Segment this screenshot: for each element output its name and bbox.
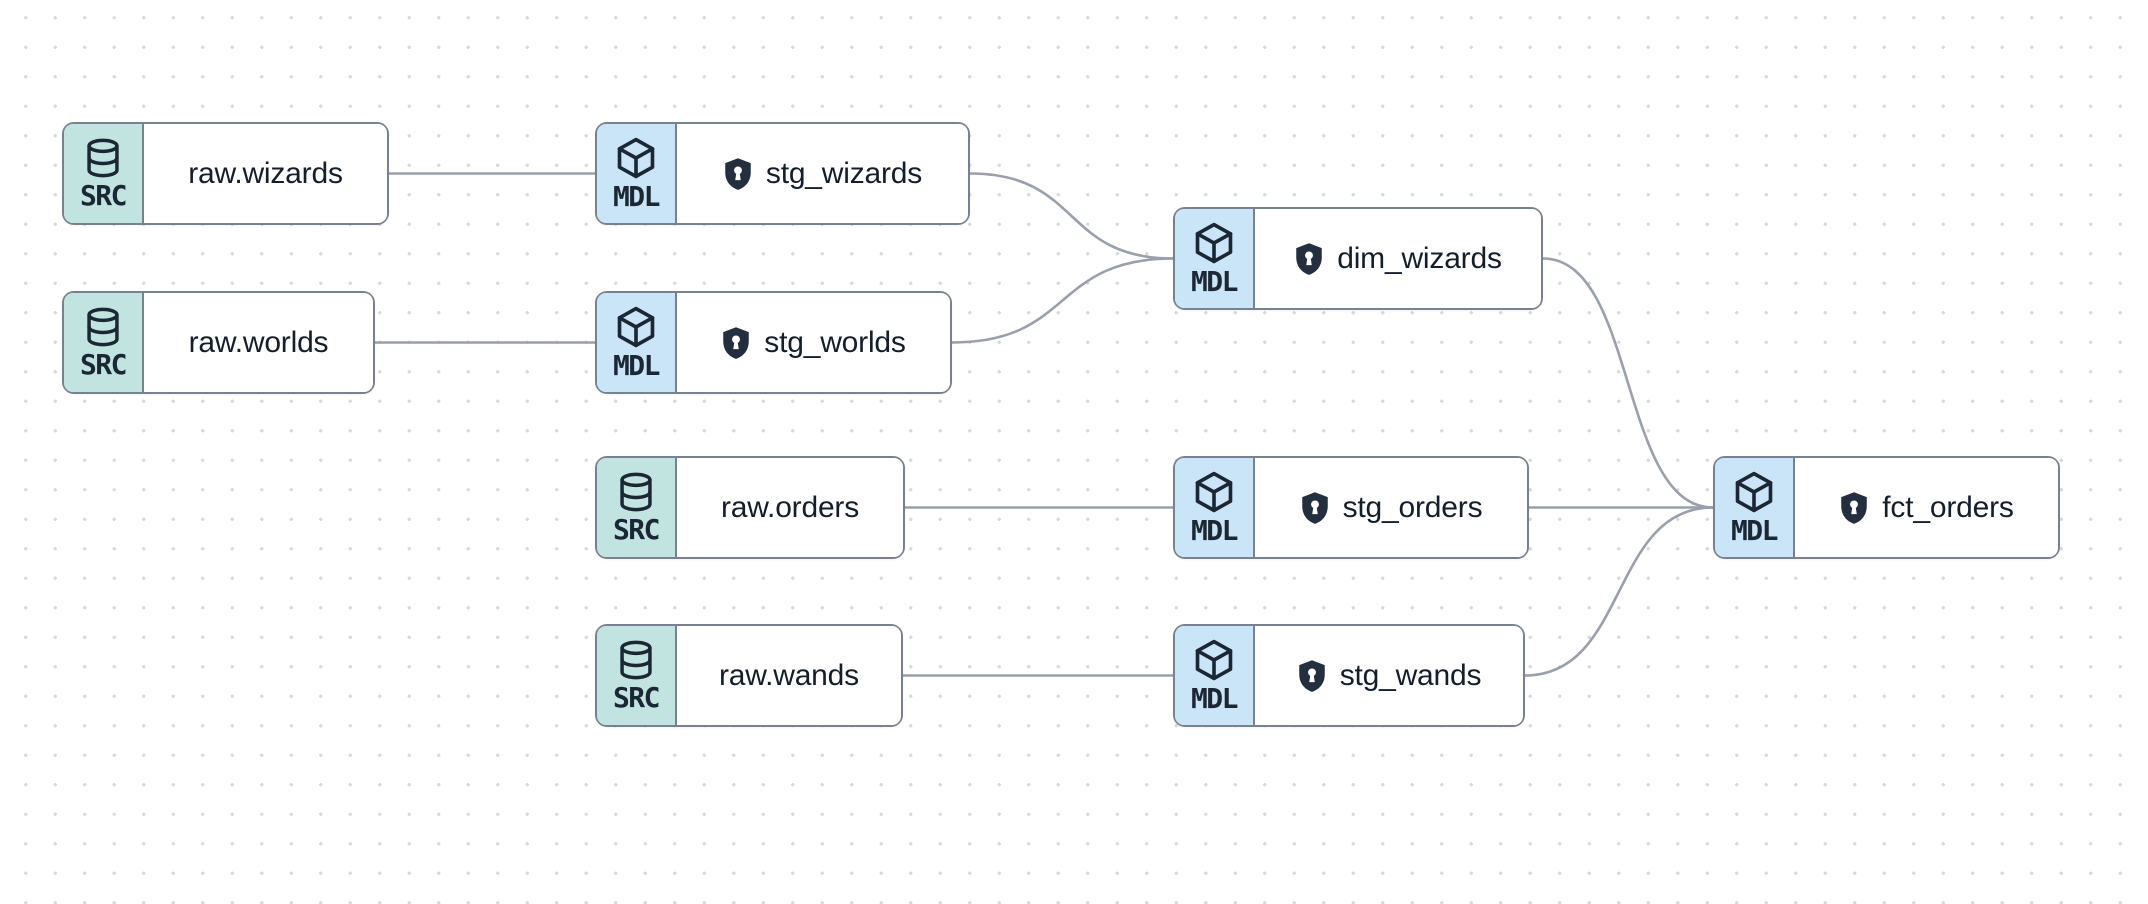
database-icon: [614, 638, 658, 682]
node-body: raw.wands: [677, 626, 901, 725]
database-icon: [81, 305, 125, 349]
lineage-node-stg-wizards[interactable]: MDL stg_wizards: [595, 122, 970, 225]
node-body: stg_wizards: [677, 124, 968, 223]
node-body: raw.wizards: [144, 124, 387, 223]
node-kind-badge: MDL: [1175, 209, 1255, 308]
node-body: stg_orders: [1255, 458, 1527, 557]
node-kind-label: SRC: [612, 512, 661, 546]
node-kind-label: MDL: [1190, 264, 1239, 298]
shield-lock-icon: [1839, 491, 1869, 525]
node-body: fct_orders: [1795, 458, 2058, 557]
node-kind-badge: SRC: [64, 124, 144, 223]
cube-icon: [613, 135, 659, 181]
lineage-node-raw-orders[interactable]: SRC raw.orders: [595, 456, 905, 559]
node-body: raw.worlds: [144, 293, 373, 392]
node-kind-badge: SRC: [597, 626, 677, 725]
cube-icon: [613, 304, 659, 350]
node-name-label: stg_wizards: [765, 156, 923, 190]
node-name-label: stg_wands: [1339, 658, 1482, 692]
edge-stg-worlds-to-dim-wizards: [951, 257, 1174, 344]
lineage-node-stg-wands[interactable]: MDL stg_wands: [1173, 624, 1525, 727]
lineage-node-raw-wands[interactable]: SRC raw.wands: [595, 624, 903, 727]
lineage-node-stg-worlds[interactable]: MDL stg_worlds: [595, 291, 952, 394]
cube-icon: [1191, 220, 1237, 266]
shield-lock-icon: [723, 157, 753, 191]
cube-icon: [1731, 469, 1777, 515]
node-kind-badge: MDL: [597, 124, 677, 223]
node-kind-label: MDL: [612, 179, 661, 213]
node-kind-label: SRC: [79, 178, 128, 212]
node-kind-badge: MDL: [1715, 458, 1795, 557]
lineage-node-raw-wizards[interactable]: SRC raw.wizards: [62, 122, 389, 225]
shield-lock-icon: [1300, 491, 1330, 525]
node-kind-badge: MDL: [1175, 458, 1255, 557]
database-icon: [81, 136, 125, 180]
node-kind-label: MDL: [1190, 681, 1239, 715]
node-kind-label: MDL: [1730, 513, 1779, 547]
database-icon: [614, 470, 658, 514]
edge-stg-wands-to-fct-orders: [1524, 506, 1714, 677]
node-kind-label: MDL: [612, 348, 661, 382]
node-body: stg_worlds: [677, 293, 950, 392]
node-name-label: raw.wizards: [188, 156, 343, 190]
node-kind-label: MDL: [1190, 513, 1239, 547]
node-name-label: stg_worlds: [764, 325, 906, 359]
lineage-node-stg-orders[interactable]: MDL stg_orders: [1173, 456, 1529, 559]
node-kind-badge: SRC: [64, 293, 144, 392]
node-body: raw.orders: [677, 458, 903, 557]
node-kind-badge: MDL: [597, 293, 677, 392]
node-body: stg_wands: [1255, 626, 1523, 725]
node-kind-label: SRC: [612, 680, 661, 714]
node-kind-badge: SRC: [597, 458, 677, 557]
shield-lock-icon: [721, 326, 751, 360]
node-name-label: raw.wands: [719, 658, 859, 692]
node-name-label: raw.orders: [720, 490, 860, 524]
shield-lock-icon: [1294, 242, 1324, 276]
lineage-node-fct-orders[interactable]: MDL fct_orders: [1713, 456, 2060, 559]
lineage-node-dim-wizards[interactable]: MDL dim_wizards: [1173, 207, 1543, 310]
edge-dim-wizards-to-fct-orders: [1542, 257, 1714, 509]
node-name-label: fct_orders: [1882, 490, 2014, 524]
cube-icon: [1191, 469, 1237, 515]
edge-stg-wizards-to-dim-wizards: [969, 172, 1174, 260]
node-name-label: dim_wizards: [1337, 241, 1502, 275]
node-kind-label: SRC: [79, 347, 128, 381]
node-body: dim_wizards: [1255, 209, 1541, 308]
node-name-label: stg_orders: [1342, 490, 1483, 524]
node-kind-badge: MDL: [1175, 626, 1255, 725]
shield-lock-icon: [1297, 659, 1327, 693]
node-name-label: raw.worlds: [188, 325, 329, 359]
lineage-node-raw-worlds[interactable]: SRC raw.worlds: [62, 291, 375, 394]
cube-icon: [1191, 637, 1237, 683]
